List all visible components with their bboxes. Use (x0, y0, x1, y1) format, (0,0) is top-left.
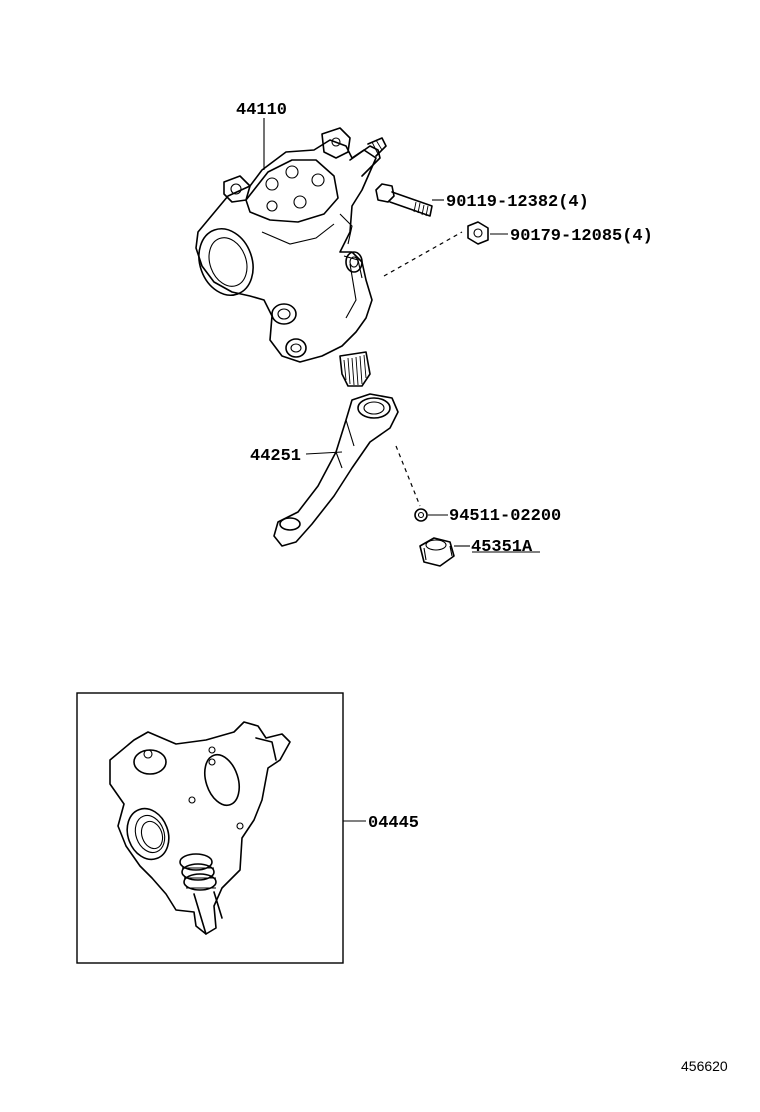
lock-washer (414, 508, 428, 522)
label-bolt: 90119-12382(4) (446, 193, 589, 212)
label-gasket-kit: 04445 (368, 814, 419, 833)
label-pitman-arm: 44251 (250, 447, 301, 466)
label-gear-housing: 44110 (236, 101, 287, 120)
label-nut: 90179-12085(4) (510, 227, 653, 246)
gasket-kit (109, 721, 291, 935)
dashed-bolt-path (383, 231, 463, 277)
figure-number: 456620 (681, 1058, 728, 1074)
pitman-arm (273, 393, 399, 547)
dashed-washer-path (395, 445, 421, 507)
label-pitman-nut: 45351A (471, 538, 533, 557)
mounting-bolt (375, 183, 433, 217)
pitman-nut (419, 537, 455, 567)
label-washer: 94511-02200 (449, 507, 561, 526)
gasket-kit-frame (76, 692, 344, 964)
flange-nut (467, 221, 489, 245)
steering-gear-housing (195, 127, 387, 387)
leader-pitman-arm (305, 451, 343, 455)
